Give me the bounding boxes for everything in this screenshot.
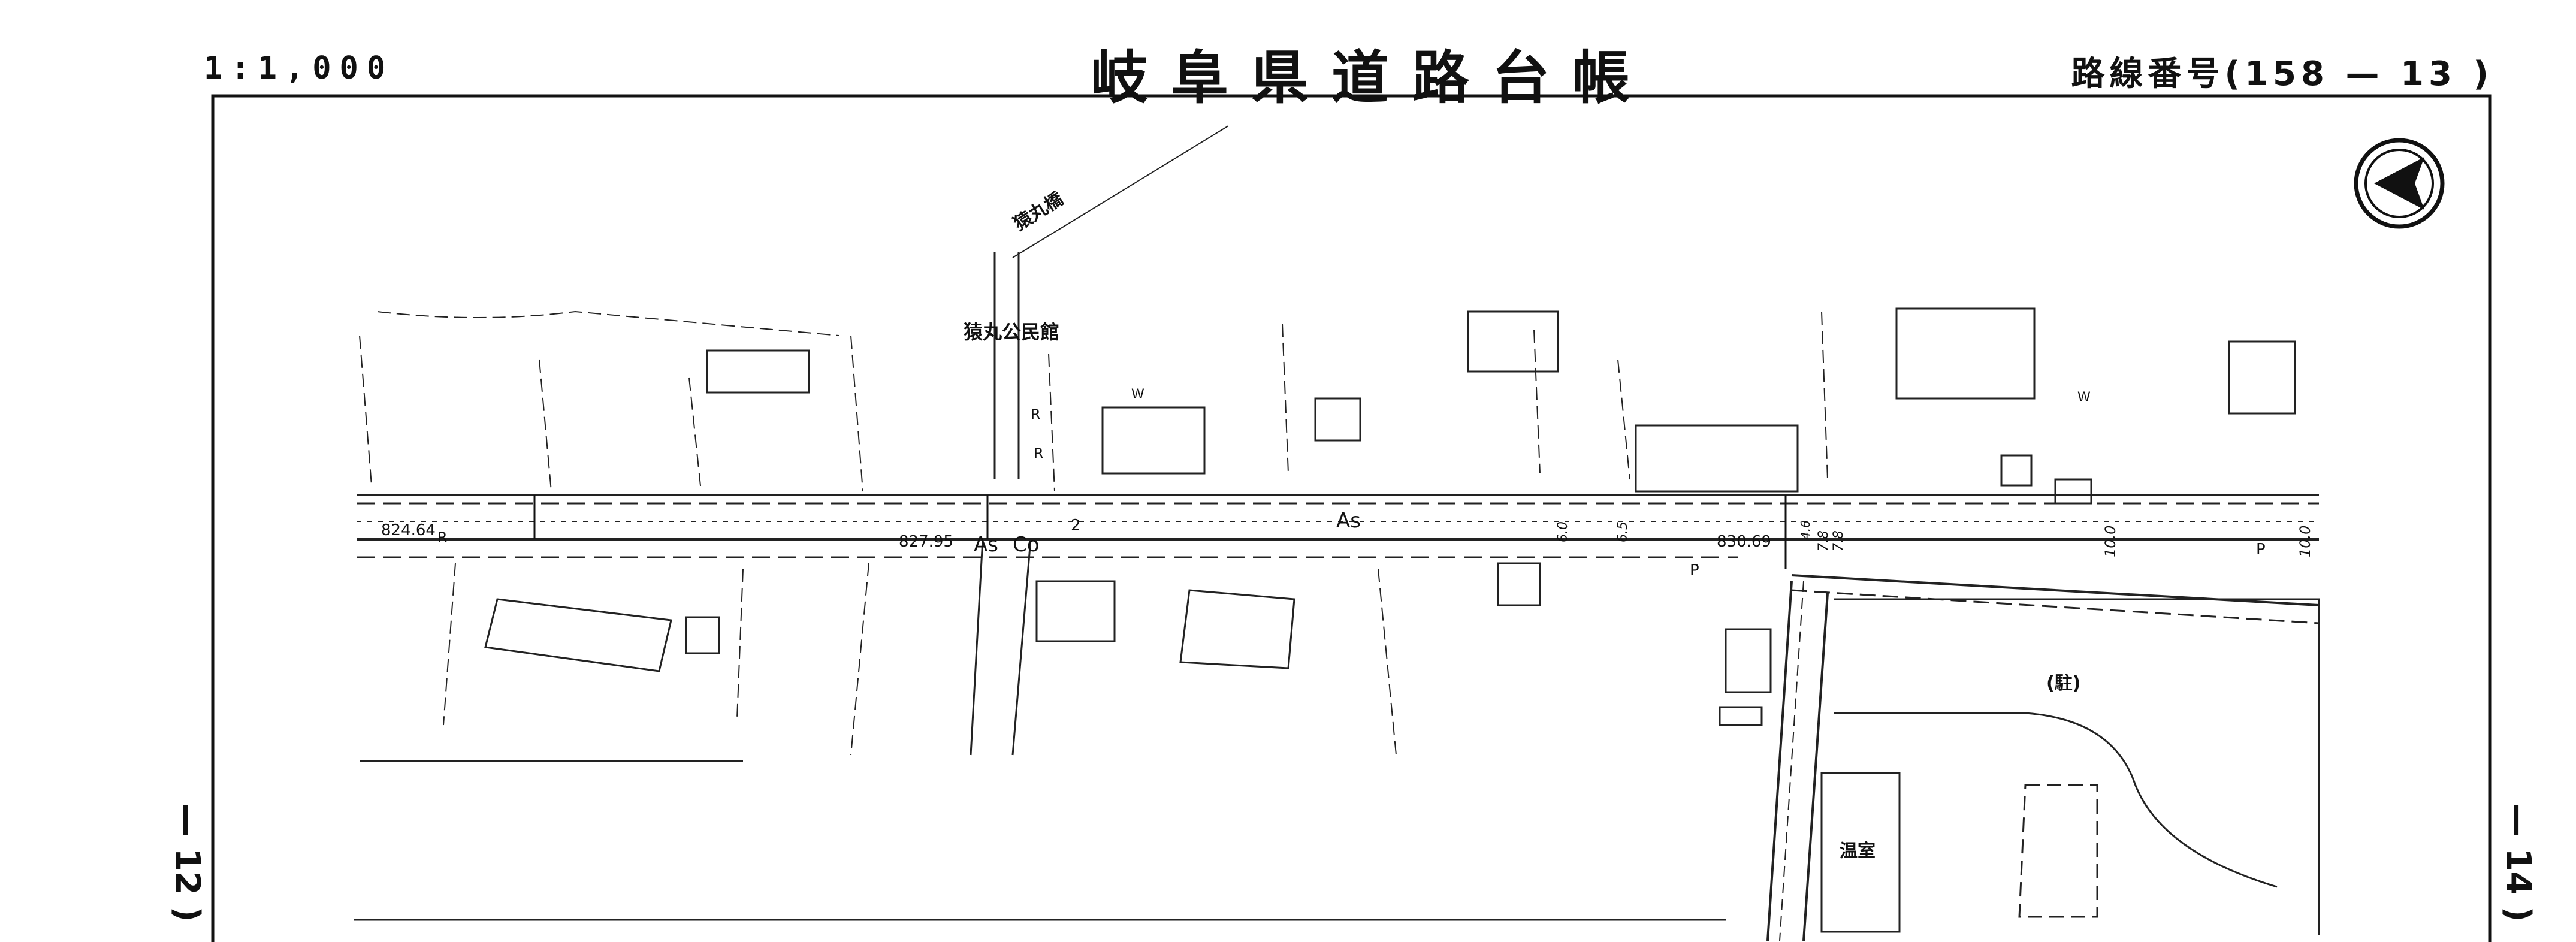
side-road-center [1779,581,1804,941]
width-label: 10.0 [2297,526,2314,557]
road-east-edge-1 [1791,574,2320,606]
building [706,349,810,394]
building [1635,424,1799,493]
road-east-edge-2 [1791,589,2320,624]
width-label: 6.5 [1615,521,1630,542]
leader-line [1012,125,1229,258]
greenhouse-building [1820,772,1901,933]
side-road [1766,581,1829,941]
building [2228,340,2296,415]
river-bank [993,252,1020,479]
adjacent-sheet-left: — 12 ) [168,803,207,922]
bridge-label: 猿丸橋 [1010,188,1068,235]
lot-boundary [1048,311,1828,492]
parking-label: (駐) [2046,673,2080,694]
lot-boundary [443,563,1397,756]
station-ticks [533,495,1787,569]
surface-co-label: Co [1013,533,1040,557]
width-label: 7.8 [1816,530,1831,551]
surface-as-label: As [974,533,998,557]
page-title: 岐阜県道路台帳 [1091,44,1653,111]
building [2018,784,2098,918]
building [1467,310,1559,373]
river-bank-south [970,539,1032,756]
p-label: P [1690,561,1699,579]
building [1035,580,1116,642]
r-label: R [1034,445,1044,462]
scale-label: 1:1,000 [204,50,394,86]
station-label: 824.64 [381,521,436,539]
building [2054,478,2092,505]
number-label: 2 [1071,517,1081,535]
map-frame [211,94,2492,942]
station-label: 830.69 [1717,533,1771,551]
route-number: 路線番号(158 — 13 ) [2071,55,2493,93]
width-label: 4.6 [1798,520,1813,539]
building [1179,589,1295,669]
station-label: 827.95 [899,533,953,551]
width-label: 10.0 [2102,526,2119,557]
building [2000,454,2033,487]
p-label: P [2256,541,2266,558]
building [1895,307,2036,400]
w-label: W [1131,387,1144,402]
width-label: 6.0 [1556,521,1571,542]
width-label: 7.8 [1831,530,1846,551]
building [1725,628,1772,693]
building [1719,706,1763,726]
building [1314,397,1361,442]
building [685,616,720,654]
north-arrow-icon [2354,138,2445,229]
building [1497,562,1541,606]
w-label: W [2077,390,2091,405]
surface-as-label: As [1336,509,1361,533]
lot-boundary [359,310,863,492]
greenhouse-label: 温室 [1840,841,1876,862]
r-label: R [437,529,448,546]
building [1101,406,1206,475]
parking-area [1834,598,2320,935]
building [484,598,672,672]
adjacent-sheet-right: — 14 ) [2499,803,2538,922]
community-hall-label: 猿丸公民館 [964,321,1059,343]
r-label: R [1031,406,1041,423]
